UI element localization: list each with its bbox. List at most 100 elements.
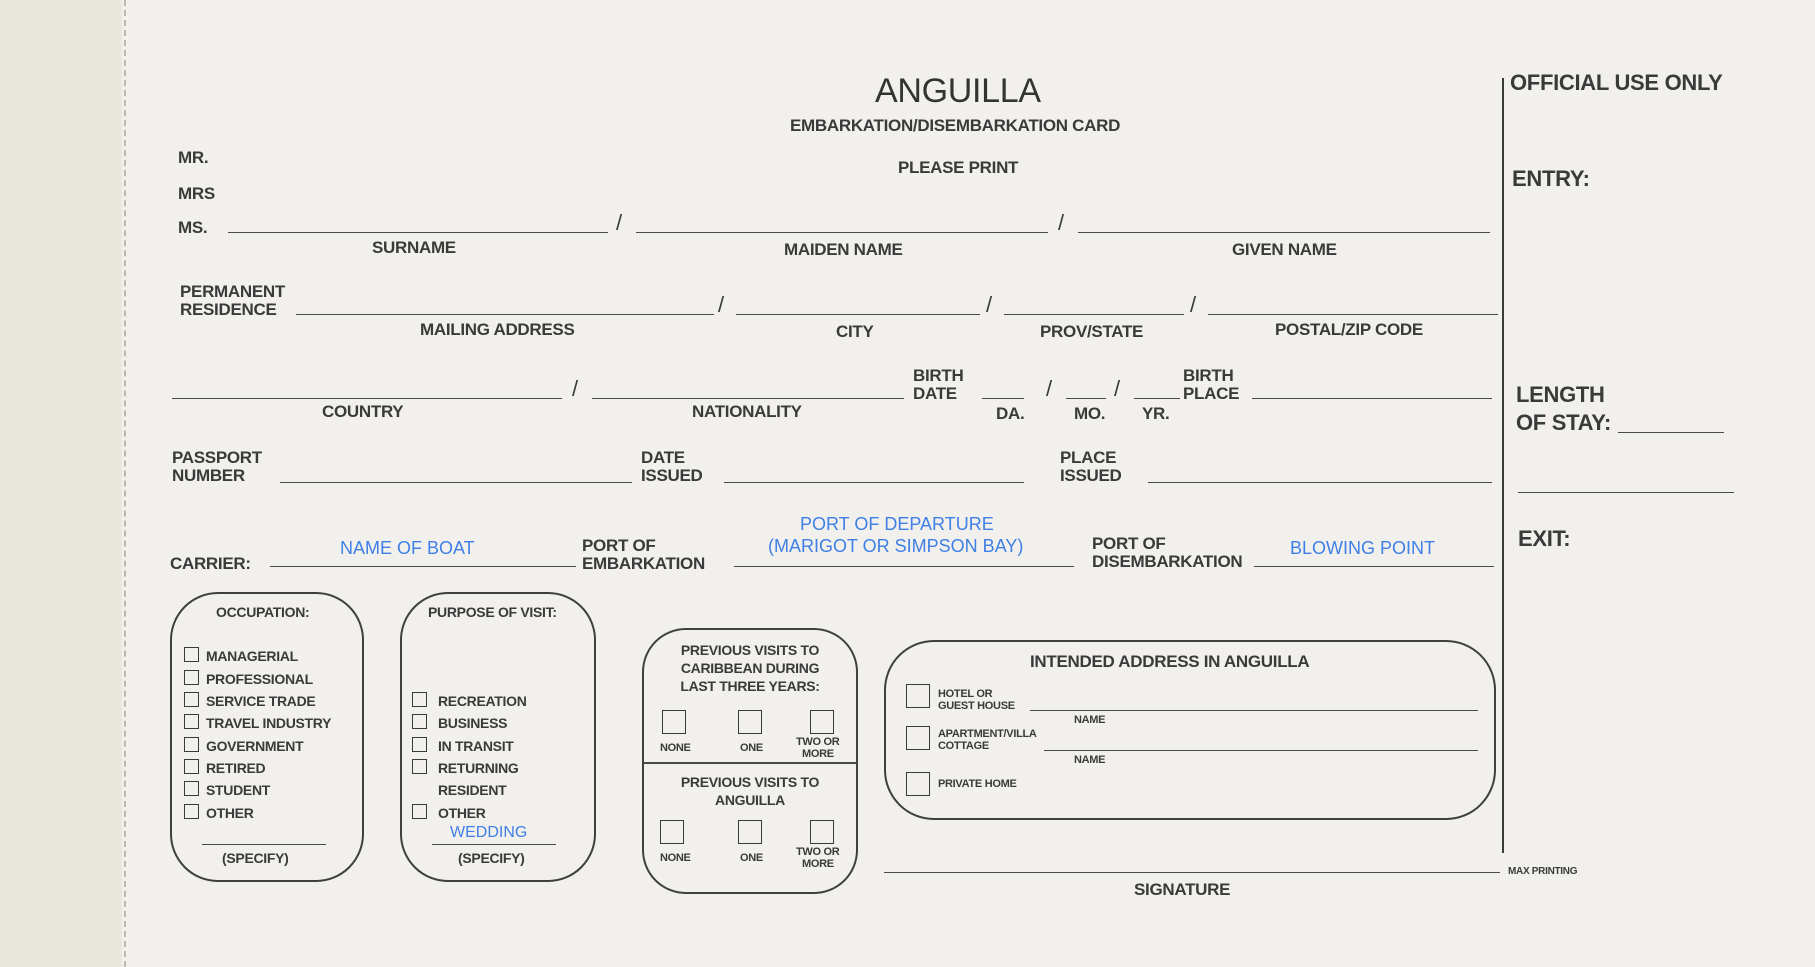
passport-number-field[interactable] xyxy=(280,482,632,483)
year-label: YR. xyxy=(1142,404,1170,423)
purpose-option: RECREATION xyxy=(438,693,527,709)
maiden-name-label: MAIDEN NAME xyxy=(784,240,903,259)
place-issued-label-2: ISSUED xyxy=(1060,466,1122,485)
country-field[interactable] xyxy=(172,398,562,399)
anguilla-one-checkbox[interactable] xyxy=(738,820,762,844)
purpose-option: BUSINESS xyxy=(438,715,508,731)
card-title: ANGUILLA xyxy=(875,72,1041,110)
anguilla-none-checkbox[interactable] xyxy=(660,820,684,844)
carib-visits-label-3: LAST THREE YEARS: xyxy=(680,678,820,694)
occupation-checkbox[interactable] xyxy=(184,804,199,819)
occupation-title: OCCUPATION: xyxy=(216,604,310,620)
official-divider xyxy=(1502,78,1504,853)
apartment-label-2: COTTAGE xyxy=(938,740,989,752)
card-stub xyxy=(0,0,122,967)
maiden-name-field[interactable] xyxy=(636,232,1048,233)
private-home-checkbox[interactable] xyxy=(906,772,930,796)
purpose-checkbox[interactable] xyxy=(412,714,427,729)
residence-label: RESIDENCE xyxy=(180,300,277,319)
occupation-checkbox[interactable] xyxy=(184,759,199,774)
occupation-checkbox[interactable] xyxy=(184,670,199,685)
anguilla-visits-label-1: PREVIOUS VISITS TO xyxy=(680,774,820,790)
purpose-option: IN TRANSIT xyxy=(438,738,514,754)
apartment-label-1: APARTMENT/VILLA xyxy=(938,728,1037,740)
hotel-checkbox[interactable] xyxy=(906,684,930,708)
birth-year-field[interactable] xyxy=(1134,398,1180,399)
carib-two-label-2: MORE xyxy=(802,748,834,760)
purpose-checkbox[interactable] xyxy=(412,692,427,707)
purpose-specify-label: (SPECIFY) xyxy=(458,850,525,866)
anguilla-visits-label-2: ANGUILLA xyxy=(715,792,785,808)
date-issued-field[interactable] xyxy=(724,482,1024,483)
occupation-checkbox[interactable] xyxy=(184,714,199,729)
purpose-checkbox[interactable] xyxy=(412,804,427,819)
birth-place-label-1: BIRTH xyxy=(1183,366,1234,385)
carib-none-label: NONE xyxy=(660,742,691,754)
anguilla-two-more-checkbox[interactable] xyxy=(810,820,834,844)
carib-none-checkbox[interactable] xyxy=(662,710,686,734)
visits-divider xyxy=(644,762,856,764)
carrier-value: NAME OF BOAT xyxy=(340,538,475,558)
birth-month-field[interactable] xyxy=(1066,398,1106,399)
occupation-specify-field[interactable] xyxy=(202,844,326,845)
surname-field[interactable] xyxy=(228,232,608,233)
occupation-box xyxy=(170,592,364,882)
hotel-name-label: NAME xyxy=(1074,714,1106,726)
place-issued-field[interactable] xyxy=(1148,482,1492,483)
carib-two-more-checkbox[interactable] xyxy=(810,710,834,734)
hotel-label-1: HOTEL OR xyxy=(938,688,993,700)
day-label: DA. xyxy=(996,404,1025,423)
official-blank-field[interactable] xyxy=(1518,492,1734,493)
carrier-label: CARRIER: xyxy=(170,554,251,573)
anguilla-none-label: NONE xyxy=(660,852,691,864)
occupation-option: OTHER xyxy=(206,805,254,821)
carrier-field[interactable] xyxy=(270,566,576,567)
carib-one-checkbox[interactable] xyxy=(738,710,762,734)
anguilla-one-label: ONE xyxy=(740,852,763,864)
postal-code-field[interactable] xyxy=(1208,314,1498,315)
occupation-checkbox[interactable] xyxy=(184,692,199,707)
length-of-stay-field[interactable] xyxy=(1618,432,1724,433)
occupation-checkbox[interactable] xyxy=(184,737,199,752)
please-print-label: PLEASE PRINT xyxy=(898,158,1019,177)
carib-visits-label-1: PREVIOUS VISITS TO xyxy=(680,642,820,658)
carib-visits-label-2: CARIBBEAN DURING xyxy=(680,660,820,676)
intended-address-box xyxy=(884,640,1496,820)
title-mrs[interactable]: MRS xyxy=(178,184,215,203)
purpose-checkbox[interactable] xyxy=(412,759,427,774)
port-embarkation-label-1: PORT OF xyxy=(582,536,656,555)
apartment-name-field[interactable] xyxy=(1044,750,1478,751)
apartment-checkbox[interactable] xyxy=(906,726,930,750)
purpose-option: OTHER xyxy=(438,805,486,821)
purpose-specify-field[interactable] xyxy=(432,844,556,845)
given-name-field[interactable] xyxy=(1078,232,1490,233)
signature-field[interactable] xyxy=(884,872,1500,873)
title-mr[interactable]: MR. xyxy=(178,148,209,167)
city-field[interactable] xyxy=(736,314,980,315)
month-label: MO. xyxy=(1074,404,1106,423)
occupation-checkbox[interactable] xyxy=(184,781,199,796)
title-ms[interactable]: MS. xyxy=(178,218,208,237)
birth-place-label-2: PLACE xyxy=(1183,384,1240,403)
occupation-option: STUDENT xyxy=(206,782,271,798)
port-disembarkation-value: BLOWING POINT xyxy=(1290,538,1436,558)
official-use-title: OFFICIAL USE ONLY xyxy=(1510,70,1723,95)
mailing-address-field[interactable] xyxy=(296,314,714,315)
birth-place-field[interactable] xyxy=(1252,398,1492,399)
previous-visits-box xyxy=(642,628,858,894)
anguilla-two-label-2: MORE xyxy=(802,858,834,870)
occupation-checkbox[interactable] xyxy=(184,647,199,662)
purpose-other-value: WEDDING xyxy=(450,824,528,841)
birth-day-field[interactable] xyxy=(982,398,1024,399)
birth-date-label-2: DATE xyxy=(913,384,957,403)
port-embarkation-field[interactable] xyxy=(734,566,1074,567)
purpose-checkbox[interactable] xyxy=(412,737,427,752)
passport-label-2: NUMBER xyxy=(172,466,245,485)
nationality-label: NATIONALITY xyxy=(692,402,802,421)
prov-state-field[interactable] xyxy=(1004,314,1184,315)
hotel-name-field[interactable] xyxy=(1030,710,1478,711)
nationality-field[interactable] xyxy=(592,398,904,399)
permanent-label: PERMANENT xyxy=(180,282,285,301)
occupation-option: PROFESSIONAL xyxy=(206,671,313,687)
port-disembarkation-field[interactable] xyxy=(1254,566,1494,567)
